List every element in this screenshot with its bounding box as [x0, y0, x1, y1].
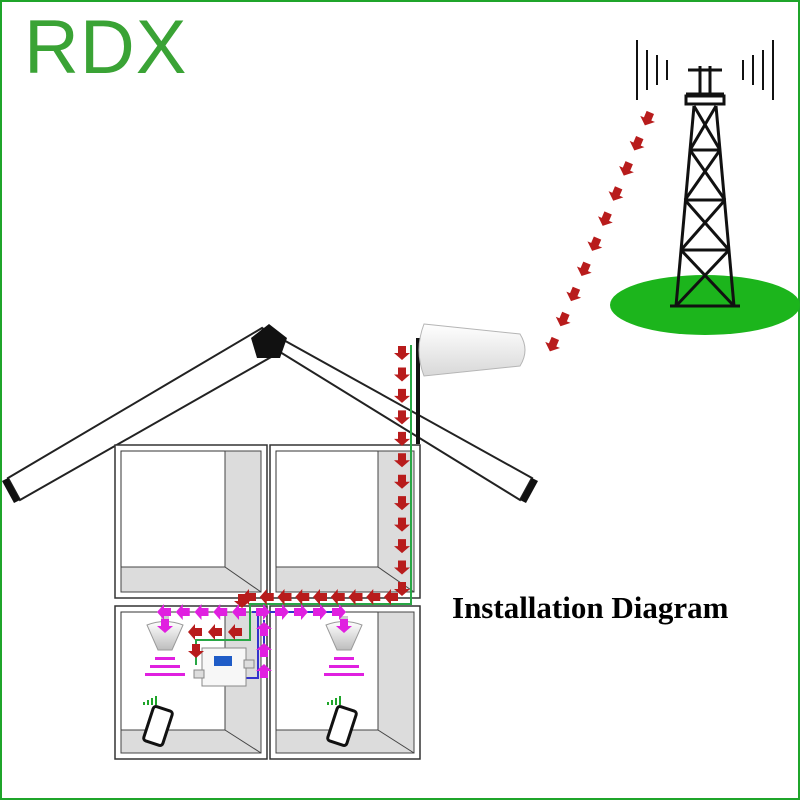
coverage-arrow: [294, 604, 308, 620]
coverage-arrow: [313, 604, 327, 620]
signal-arrow: [188, 644, 204, 658]
coverage-arrow: [256, 664, 272, 678]
log-periodic-antenna-icon: [416, 323, 526, 444]
smartphone-icon: [142, 705, 174, 747]
signal-arrow: [384, 589, 398, 605]
coverage-arrow: [157, 619, 173, 633]
signal-arrow: [330, 589, 345, 605]
indoor-coverage-arrows: [157, 604, 352, 678]
coverage-arrow: [256, 622, 272, 636]
coverage-arrow: [175, 604, 190, 620]
smartphone-icon: [326, 705, 358, 747]
radio-wave-marks: [636, 40, 774, 100]
signal-arrow: [394, 560, 410, 575]
cell-tower-icon: [610, 40, 800, 335]
signal-bars-icon: [143, 696, 157, 705]
roof-peak-cap: [251, 324, 287, 358]
signal-arrow: [394, 582, 410, 596]
signal-arrow: [234, 594, 250, 608]
signal-arrow: [188, 624, 202, 640]
signal-arrow: [576, 261, 592, 277]
signal-arrow: [394, 431, 410, 446]
signal-arrow: [545, 336, 560, 352]
signal-arrow: [394, 388, 410, 403]
signal-arrow: [394, 346, 410, 360]
signal-arrow: [394, 410, 410, 425]
signal-arrow: [259, 589, 274, 605]
brand-logo: RDX: [24, 5, 188, 90]
signal-arrow: [555, 311, 571, 327]
coverage-arrow: [256, 604, 270, 620]
downlink-signal-arrows: [188, 110, 655, 658]
signal-arrow: [619, 161, 634, 176]
signal-arrow: [394, 517, 410, 532]
signal-arrow: [394, 453, 410, 468]
ceiling-antenna-icon: [145, 616, 185, 676]
signal-arrow: [366, 589, 381, 605]
roof-right-end-cap: [520, 478, 538, 503]
signal-arrow: [394, 496, 410, 511]
coverage-arrow: [213, 604, 228, 620]
signal-arrow: [640, 110, 655, 126]
coverage-arrow: [194, 604, 209, 620]
coverage-arrow: [232, 604, 246, 620]
signal-arrow: [313, 589, 327, 605]
signal-arrow: [608, 186, 624, 201]
signal-arrow: [394, 539, 410, 554]
coverage-arrow: [157, 604, 171, 620]
repeater-icon: [193, 647, 255, 687]
signal-bars-icon: [327, 696, 341, 705]
signal-arrow: [394, 474, 410, 489]
signal-arrow: [629, 136, 645, 151]
signal-arrow: [277, 589, 292, 605]
signal-arrow: [208, 624, 222, 640]
signal-arrow: [566, 286, 582, 302]
coverage-arrow: [256, 643, 272, 657]
roof-left-end-cap: [2, 478, 20, 503]
roof: [2, 324, 538, 503]
coverage-arrow: [332, 604, 346, 620]
signal-arrow: [587, 236, 603, 251]
signal-arrow: [228, 624, 242, 640]
signal-arrow: [295, 589, 310, 605]
coverage-arrow: [275, 604, 289, 620]
signal-arrow: [394, 367, 410, 382]
signal-arrow: [348, 589, 363, 605]
coverage-arrow: [336, 619, 352, 633]
diagram-title: Installation Diagram: [452, 590, 729, 625]
signal-arrow: [598, 211, 613, 226]
